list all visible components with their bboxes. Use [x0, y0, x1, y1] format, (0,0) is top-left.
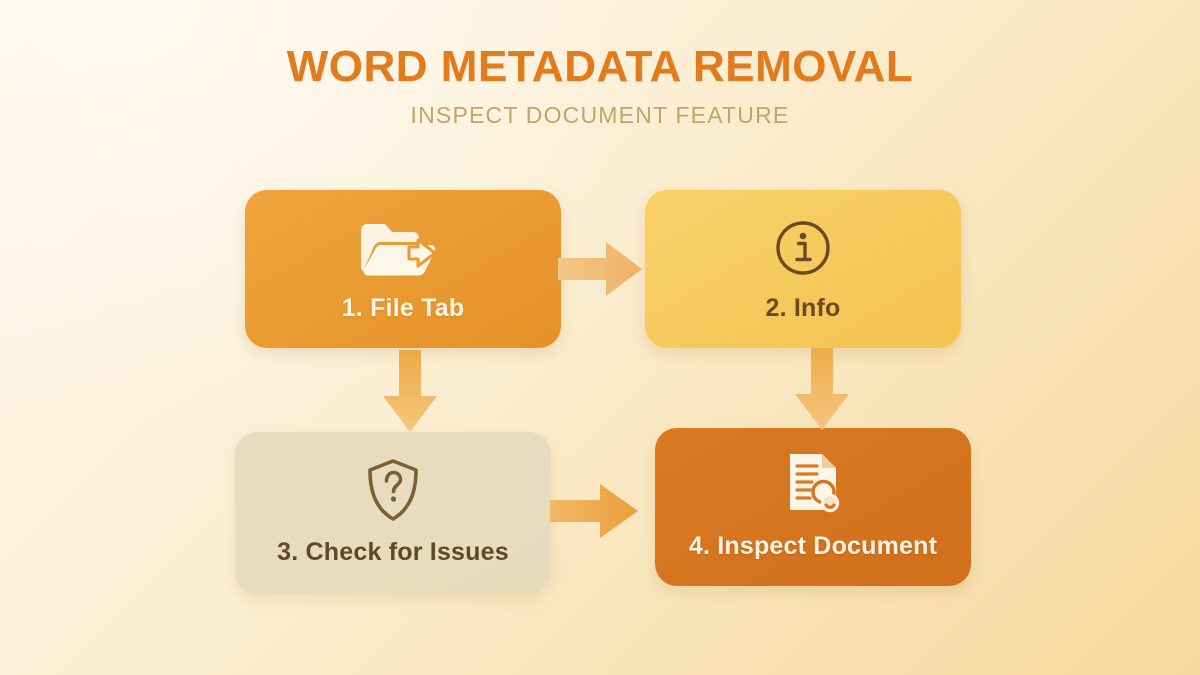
arrow-right-file-tab-to-info — [558, 234, 644, 309]
step-card-check-for-issues[interactable]: 3. Check for Issues — [235, 432, 551, 594]
process-flow-diagram: 1. File Tab 2. Info 3. Check for Issues — [235, 190, 971, 594]
arrow-down-file-tab-to-check — [375, 350, 445, 439]
arrow-down-info-to-inspect — [787, 348, 857, 437]
step-card-label: 3. Check for Issues — [277, 537, 509, 566]
page-title: WORD METADATA REMOVAL — [286, 42, 914, 91]
info-circle-icon — [771, 216, 835, 280]
step-card-label: 2. Info — [765, 293, 841, 322]
step-card-inspect-document[interactable]: 4. Inspect Document — [655, 428, 971, 586]
step-card-label: 1. File Tab — [341, 293, 465, 322]
step-card-file-tab[interactable]: 1. File Tab — [245, 190, 561, 348]
step-card-label: 4. Inspect Document — [688, 531, 938, 560]
page-header: WORD METADATA REMOVAL INSPECT DOCUMENT F… — [0, 42, 1200, 129]
folder-export-icon — [355, 216, 451, 280]
document-search-icon — [778, 453, 848, 518]
shield-question-icon — [362, 458, 424, 524]
arrow-right-check-to-inspect — [550, 476, 642, 551]
page-subtitle: INSPECT DOCUMENT FEATURE — [410, 102, 790, 129]
step-card-info[interactable]: 2. Info — [645, 190, 961, 348]
